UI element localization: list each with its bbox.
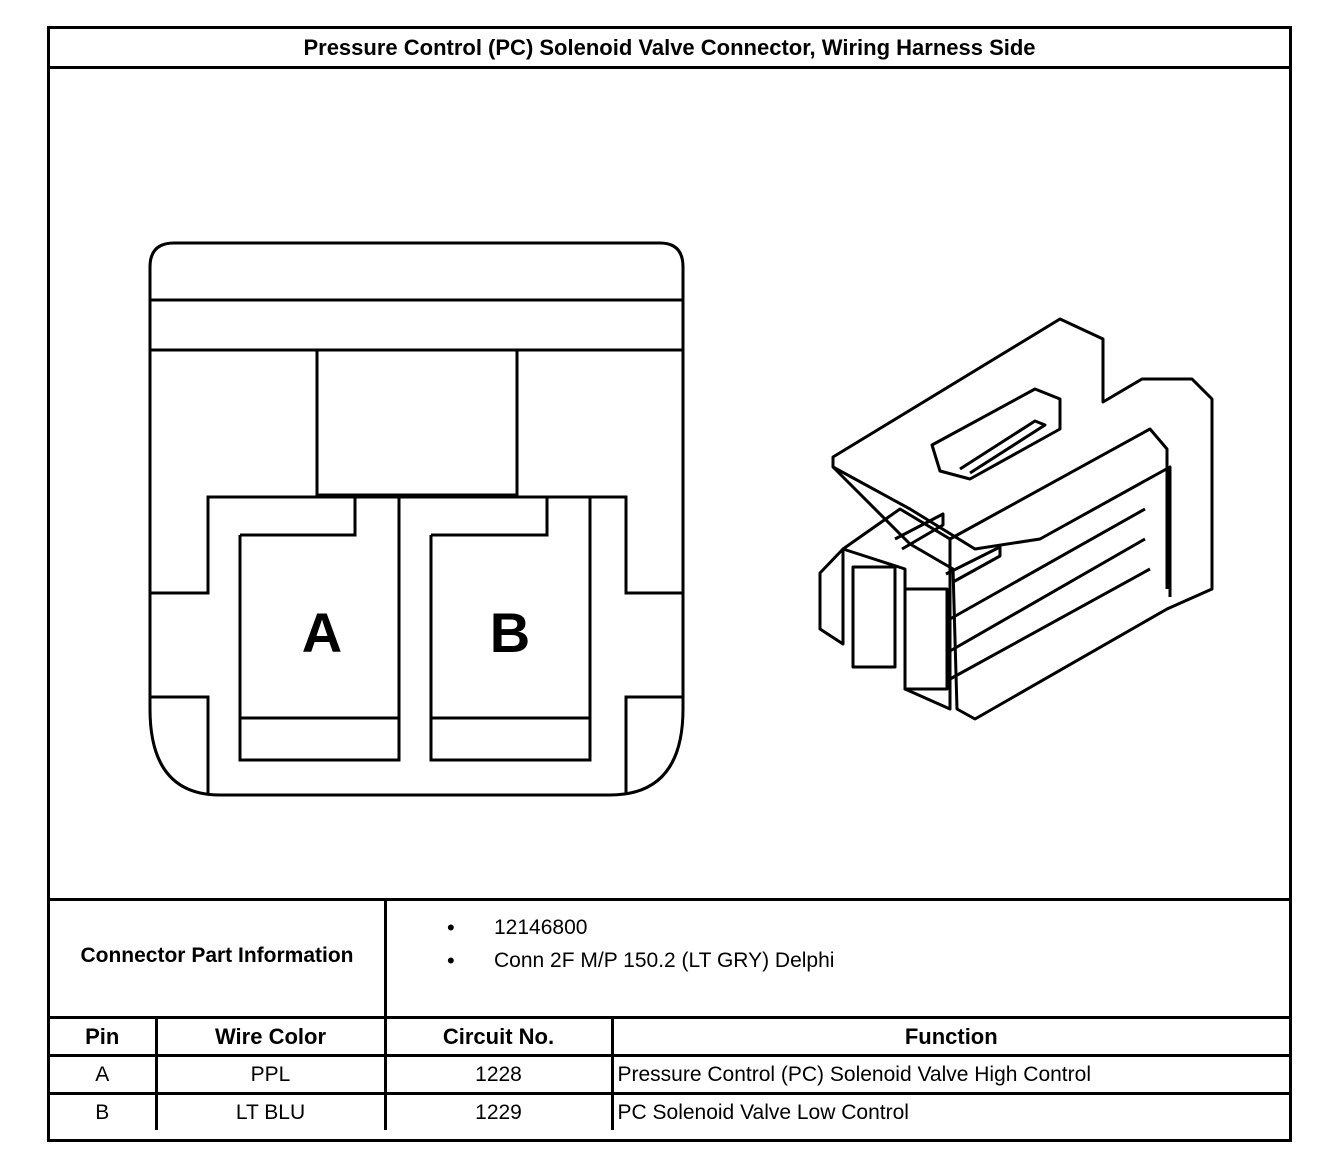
latch-block: [315, 348, 519, 497]
header-function: Function: [610, 1019, 1289, 1057]
connector-sheet: Pressure Control (PC) Solenoid Valve Con…: [47, 26, 1292, 1142]
pin-table-header-row: Pin Wire Color Circuit No. Function: [50, 1019, 1289, 1057]
housing-rails: [949, 507, 1151, 681]
page-title: Pressure Control (PC) Solenoid Valve Con…: [50, 29, 1289, 69]
connector-face-view: [148, 241, 685, 797]
header-wire-color: Wire Color: [154, 1019, 387, 1057]
table-row: B LT BLU 1229 PC Solenoid Valve Low Cont…: [50, 1092, 1289, 1130]
header-circuit-no: Circuit No.: [383, 1019, 614, 1057]
wire-color-cell: PPL: [154, 1054, 387, 1095]
wire-color-cell: LT BLU: [154, 1092, 387, 1130]
connector-description: Conn 2F M/P 150.2 (LT GRY) Delphi: [494, 949, 835, 972]
part-info-label: Connector Part Information: [50, 901, 387, 1016]
circuit-cell: 1229: [383, 1092, 614, 1130]
function-cell: Pressure Control (PC) Solenoid Valve Hig…: [610, 1054, 1289, 1095]
connector-isometric-view: [818, 317, 1214, 721]
part-info-list: • 12146800 • Conn 2F M/P 150.2 (LT GRY) …: [387, 911, 834, 977]
header-pin: Pin: [50, 1019, 158, 1057]
part-number: 12146800: [494, 916, 588, 939]
connector-part-info-row: Connector Part Information • 12146800 • …: [50, 901, 1289, 1019]
function-cell: PC Solenoid Valve Low Control: [610, 1092, 1289, 1130]
housing-lower: [818, 547, 845, 646]
cavity-label-a: A: [302, 601, 342, 664]
part-info-item: • 12146800: [387, 911, 834, 944]
latch-plate-front-edge: [832, 465, 1172, 597]
bullet-icon: •: [447, 948, 455, 973]
pin-table: Pin Wire Color Circuit No. Function A PP…: [50, 1019, 1289, 1130]
terminal-housing-outline: [150, 495, 683, 795]
cavity-label-b: B: [490, 601, 530, 664]
pin-cell: B: [50, 1092, 158, 1130]
latch-slot-inner: [959, 419, 1047, 475]
housing-side: [949, 427, 1169, 589]
iso-cavity-a: [851, 565, 897, 669]
latch-slot: [930, 387, 1062, 481]
connector-drawing-area: A B: [50, 69, 1289, 901]
housing-top-ridge: [894, 512, 1002, 584]
table-row: A PPL 1228 Pressure Control (PC) Solenoi…: [50, 1054, 1289, 1095]
connector-drawings: A B: [148, 241, 1214, 797]
connector-body-outline: [148, 241, 685, 797]
housing-front: [842, 507, 952, 711]
iso-cavity-b: [903, 587, 949, 691]
latch-plate: [831, 317, 1214, 721]
pin-cell: A: [50, 1054, 158, 1095]
bullet-icon: •: [447, 915, 455, 940]
part-info-item: • Conn 2F M/P 150.2 (LT GRY) Delphi: [387, 944, 834, 977]
circuit-cell: 1228: [383, 1054, 614, 1095]
